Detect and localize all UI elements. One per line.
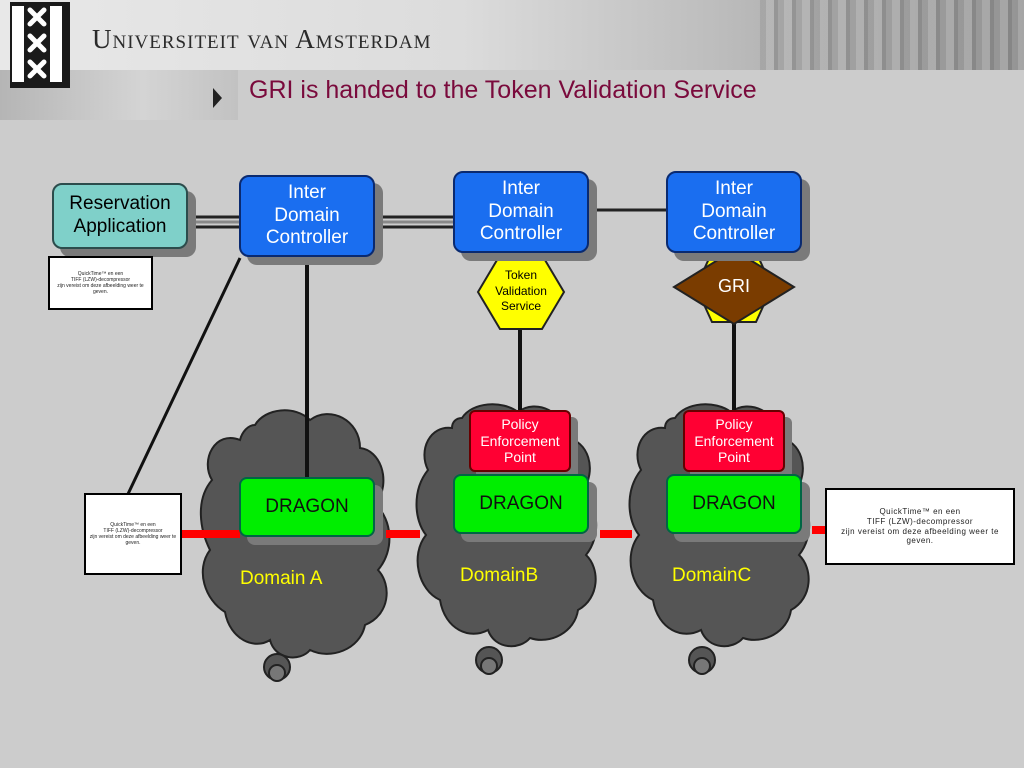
quicktime-text-top: QuickTime™ en een TIFF (LZW)-decompresso…	[57, 270, 144, 296]
university-logo	[10, 2, 70, 88]
inter-domain-controller-b: Inter Domain Controller	[453, 171, 589, 253]
dragon-box-c: DRAGON	[666, 474, 802, 534]
token-validation-hexagon	[476, 254, 566, 330]
policy-enforcement-point-b: Policy Enforcement Point	[469, 410, 571, 472]
gri-diamond	[672, 248, 796, 326]
idc-b-line2: Domain	[488, 200, 554, 222]
idc-c-line2: Domain	[701, 200, 767, 222]
tvs-line1: Token	[504, 268, 538, 282]
idc-a-line1: Inter	[287, 181, 327, 203]
inter-domain-controller-c: Inter Domain Controller	[666, 171, 802, 253]
pep-c-line2: Enforcement	[694, 432, 774, 449]
policy-enforcement-point-c: Policy Enforcement Point	[683, 410, 785, 472]
domain-a-label: Domain A	[240, 568, 323, 589]
domain-b-label: DomainB	[460, 565, 539, 586]
domain-c-label: DomainC	[672, 565, 752, 586]
idc-a-line2: Domain	[274, 204, 340, 226]
gri-label: GRI	[717, 276, 750, 296]
idc-b-line3: Controller	[479, 223, 563, 245]
institution-name: Universiteit van Amsterdam	[92, 24, 432, 54]
idc-c-line3: Controller	[692, 223, 776, 245]
reservation-label-line1: Reservation	[69, 193, 171, 215]
tvs-line2: Validation	[495, 283, 547, 298]
title-bullet-icon	[213, 88, 222, 108]
tvs-line3: Service	[500, 299, 541, 314]
pep-c-line1: Policy	[715, 415, 753, 432]
pep-b-line2: Enforcement	[480, 432, 560, 449]
domain-a-cloud	[199, 409, 391, 682]
quicktime-placeholder-top: QuickTime™ en een TIFF (LZW)-decompresso…	[48, 256, 153, 310]
reservation-application-box: Reservation Application	[52, 183, 188, 249]
token-validation-service-label: Token Validation Service	[481, 268, 561, 315]
inter-domain-controller-a: Inter Domain Controller	[239, 175, 375, 257]
reservation-label-line2: Application	[73, 216, 167, 237]
dragon-box-b: DRAGON	[453, 474, 589, 534]
quicktime-text-right: QuickTime™ en een TIFF (LZW)-decompresso…	[841, 507, 999, 546]
idc-a-line3: Controller	[265, 227, 349, 249]
idc-c-line1: Inter	[714, 177, 754, 199]
quicktime-placeholder-left: QuickTime™ en een TIFF (LZW)-decompresso…	[84, 493, 182, 575]
pep-b-line3: Point	[504, 449, 536, 466]
quicktime-placeholder-right: QuickTime™ en een TIFF (LZW)-decompresso…	[825, 488, 1015, 565]
idc-b-line1: Inter	[501, 177, 541, 199]
dragon-box-a: DRAGON	[239, 477, 375, 537]
slide-title: GRI is handed to the Token Validation Se…	[249, 76, 757, 104]
pep-c-line3: Point	[718, 449, 750, 466]
quicktime-text-left: QuickTime™ en een TIFF (LZW)-decompresso…	[89, 521, 177, 547]
header-photo	[760, 0, 1024, 70]
pep-b-line1: Policy	[501, 415, 539, 432]
